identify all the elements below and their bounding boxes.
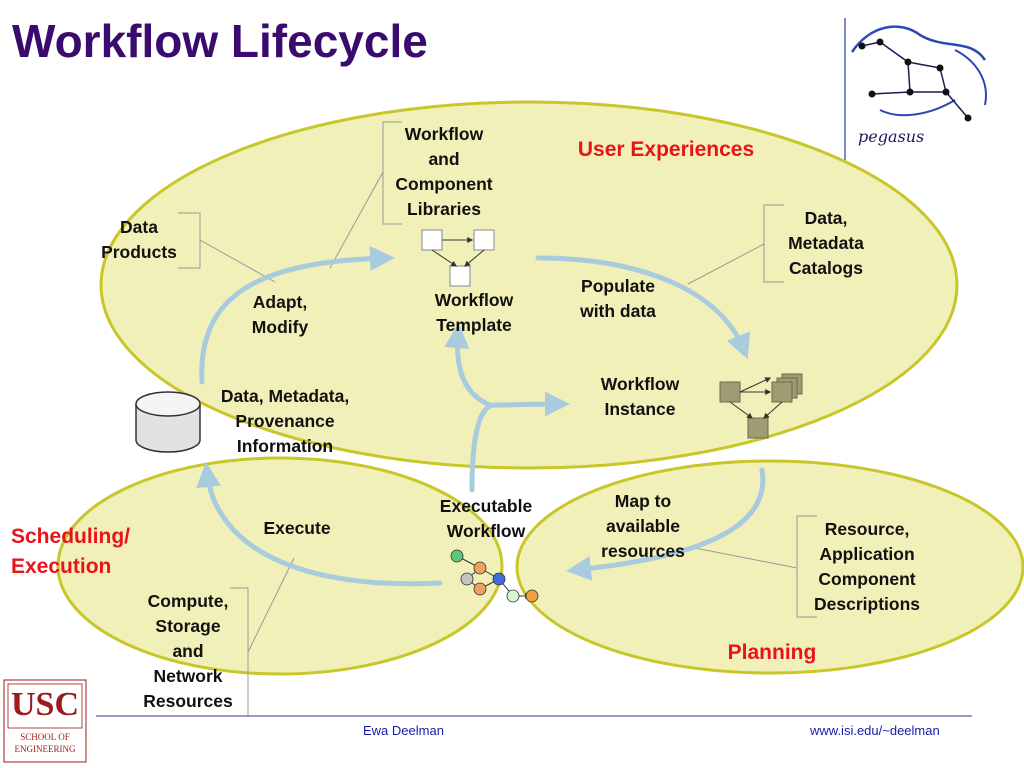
footer-author: Ewa Deelman [363,723,444,738]
scheduling-label: Scheduling/Execution [11,525,131,578]
lifecycle-arrows [196,245,766,587]
execute-label: Execute [263,518,331,538]
executable-workflow-graph [450,549,539,603]
user-experiences-label: User Experiences [577,138,755,161]
scheduling-ellipse [56,456,504,676]
pegasus-logo-text: pegasus [858,127,925,146]
database-icon [135,391,201,453]
footer-url[interactable]: www.isi.edu/~deelman [810,723,940,738]
workflow-instance-graph [719,373,803,439]
planning-label: Planning [727,641,817,664]
adapt-modify-label: Adapt,Modify [251,292,309,337]
pegasus-logo [850,25,987,122]
usc-logo-text: USC [10,686,80,723]
user-experiences-ellipse [99,100,959,470]
planning-ellipse [515,459,1024,675]
usc-logo [3,679,87,763]
page-title: Workflow Lifecycle [12,15,428,67]
workflow-template-graph [421,229,495,287]
